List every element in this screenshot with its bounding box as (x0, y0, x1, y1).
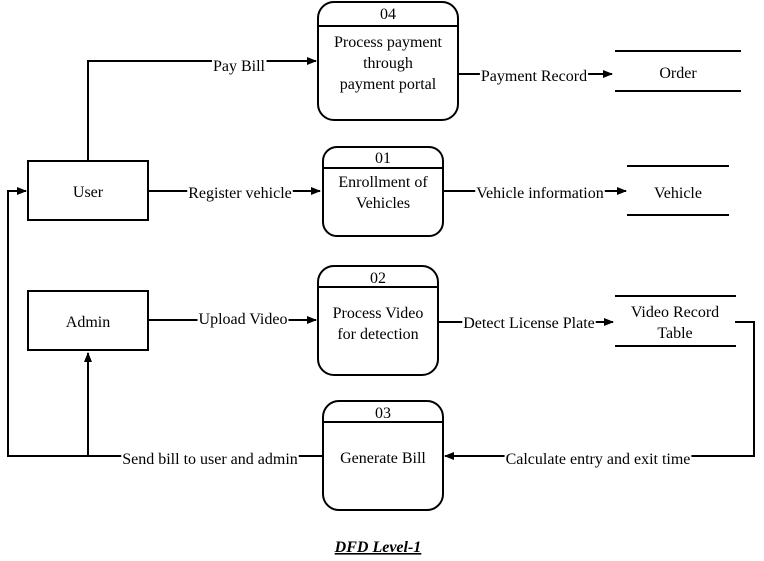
flow-label-vehicle-information: Vehicle information (475, 185, 605, 202)
process-04-line-1: Process payment (334, 34, 443, 51)
flow-register-vehicle-text: Register vehicle (188, 185, 292, 202)
store-video-label-2: Table (657, 325, 692, 342)
flow-detect-license-plate-text: Detect License Plate (463, 315, 595, 332)
flow-calculate-time-text: Calculate entry and exit time (506, 451, 691, 468)
store-order-label: Order (659, 65, 697, 82)
flow-pay-bill-line (87, 57, 317, 160)
process-02: 02 Process Video for detection (317, 265, 439, 376)
entity-admin: Admin (27, 290, 149, 351)
process-04: 04 Process payment through payment porta… (317, 1, 459, 121)
flow-label-upload-video: Upload Video (197, 311, 289, 328)
flow-label-detect-license-plate: Detect License Plate (462, 315, 596, 332)
entity-admin-label: Admin (66, 314, 110, 331)
diagram-caption: DFD Level-1 (334, 539, 422, 556)
flow-label-payment-record: Payment Record (479, 68, 589, 85)
store-video-record-table: Video Record Table (615, 295, 736, 347)
entity-user-label: User (73, 184, 104, 201)
process-03-number: 03 (375, 405, 391, 422)
entity-user: User (27, 160, 149, 221)
flow-label-send-bill: Send bill to user and admin (121, 451, 299, 468)
flow-label-calculate-time: Calculate entry and exit time (504, 451, 692, 468)
store-vehicle: Vehicle (627, 165, 729, 216)
flow-send-bill-text: Send bill to user and admin (122, 451, 298, 468)
process-01-line-1: Enrollment of (338, 174, 428, 191)
store-video-label-1: Video Record (631, 304, 719, 321)
process-01-line-2: Vehicles (356, 195, 410, 212)
flow-label-register-vehicle: Register vehicle (187, 185, 293, 202)
store-order: Order (615, 50, 741, 92)
process-02-number: 02 (370, 270, 386, 287)
process-03-line-1: Generate Bill (340, 450, 426, 467)
process-03: 03 Generate Bill (322, 400, 444, 511)
flow-pay-bill-text: Pay Bill (213, 58, 266, 75)
flow-label-pay-bill: Pay Bill (211, 58, 267, 75)
process-04-line-3: payment portal (340, 76, 437, 93)
process-04-line-2: through (363, 55, 413, 72)
flow-calculate-time-line (444, 321, 755, 460)
process-02-line-2: for detection (337, 326, 418, 343)
process-01: 01 Enrollment of Vehicles (322, 146, 444, 237)
process-01-number: 01 (375, 150, 391, 167)
process-04-number: 04 (380, 6, 396, 23)
flow-upload-video-text: Upload Video (199, 311, 288, 328)
store-vehicle-label: Vehicle (654, 185, 702, 202)
process-02-line-1: Process Video (333, 305, 424, 322)
flow-payment-record-text: Payment Record (481, 68, 587, 85)
flow-vehicle-information-text: Vehicle information (476, 185, 604, 202)
